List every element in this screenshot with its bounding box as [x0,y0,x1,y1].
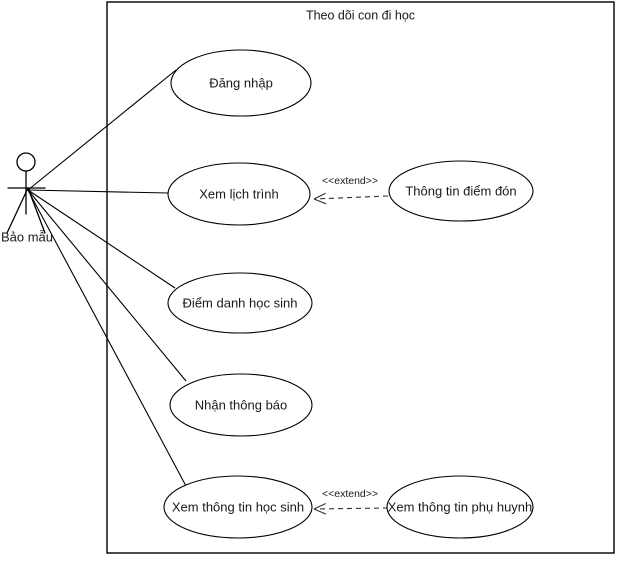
extend-phu-huynh: <<extend>> [313,488,389,515]
uc-diem-danh-hoc-sinh-ellipse[interactable] [167,272,313,334]
uc-diem-danh-hoc-sinh[interactable]: Điểm danh học sinh [167,272,313,334]
uc-dang-nhap[interactable]: Đăng nhập [170,49,312,117]
uc-xem-thong-tin-phu-huynh[interactable]: Xem thông tin phụ huynh [386,475,534,539]
uc-nhan-thong-bao-label: Nhận thông báo [195,397,288,412]
extend-phu-huynh-stereotype-label: <<extend>> [322,488,378,500]
extend-phu-huynh-line [313,507,389,510]
uc-thong-tin-diem-don-label: Thông tin điểm đón [405,183,516,198]
system-boundary-rect [106,1,615,554]
uc-xem-lich-trinh[interactable]: Xem lịch trình [167,162,311,226]
association-layer [27,69,187,487]
uc-nhan-thong-bao-ellipse[interactable] [169,373,313,437]
uc-thong-tin-diem-don-ellipse[interactable] [388,160,534,222]
actor-left-leg-line [6,187,29,234]
actor-label: Bảo mẫu [1,229,53,244]
assoc-diem-danh-hoc-sinh [27,189,176,289]
uc-nhan-thong-bao[interactable]: Nhận thông báo [169,373,313,437]
uc-dang-nhap-ellipse[interactable] [170,49,312,117]
uc-xem-thong-tin-phu-huynh-label: Xem thông tin phụ huynh [388,499,533,514]
extend-diem-don: <<extend>> [313,175,389,205]
uc-diem-danh-hoc-sinh-label: Điểm danh học sinh [183,295,298,310]
actor-head-icon [16,152,36,172]
uc-xem-thong-tin-hoc-sinh[interactable]: Xem thông tin học sinh [163,475,313,539]
extend-diem-don-stereotype-label: <<extend>> [322,175,378,187]
uc-xem-lich-trinh-ellipse[interactable] [167,162,311,226]
extend-relation-layer: <<extend>> <<extend>> [313,175,389,515]
extend-phu-huynh-arrowhead [313,503,327,510]
uc-dang-nhap-label: Đăng nhập [209,75,273,90]
extend-diem-don-line [313,195,389,200]
assoc-xem-lich-trinh [27,189,169,194]
actor-right-leg-line [27,187,46,234]
assoc-nhan-thong-bao [27,189,187,382]
assoc-xem-thong-tin-hoc-sinh [27,189,187,487]
uc-thong-tin-diem-don[interactable]: Thông tin điểm đón [388,160,534,222]
extend-diem-don-arrowhead [313,192,326,200]
extend-phu-huynh-arrowhead [313,508,327,515]
extend-diem-don-arrowhead [313,198,327,205]
system-boundary: Theo dõi con đi học [106,1,615,554]
uc-xem-thong-tin-hoc-sinh-ellipse[interactable] [163,475,313,539]
uc-xem-thong-tin-phu-huynh-ellipse[interactable] [386,475,534,539]
assoc-dang-nhap [27,69,177,191]
actor-bao-mau[interactable]: Bảo mẫu [1,152,53,244]
uc-xem-lich-trinh-label: Xem lịch trình [199,186,278,201]
system-boundary-title: Theo dõi con đi học [306,8,415,22]
uc-xem-thong-tin-hoc-sinh-label: Xem thông tin học sinh [172,499,304,514]
